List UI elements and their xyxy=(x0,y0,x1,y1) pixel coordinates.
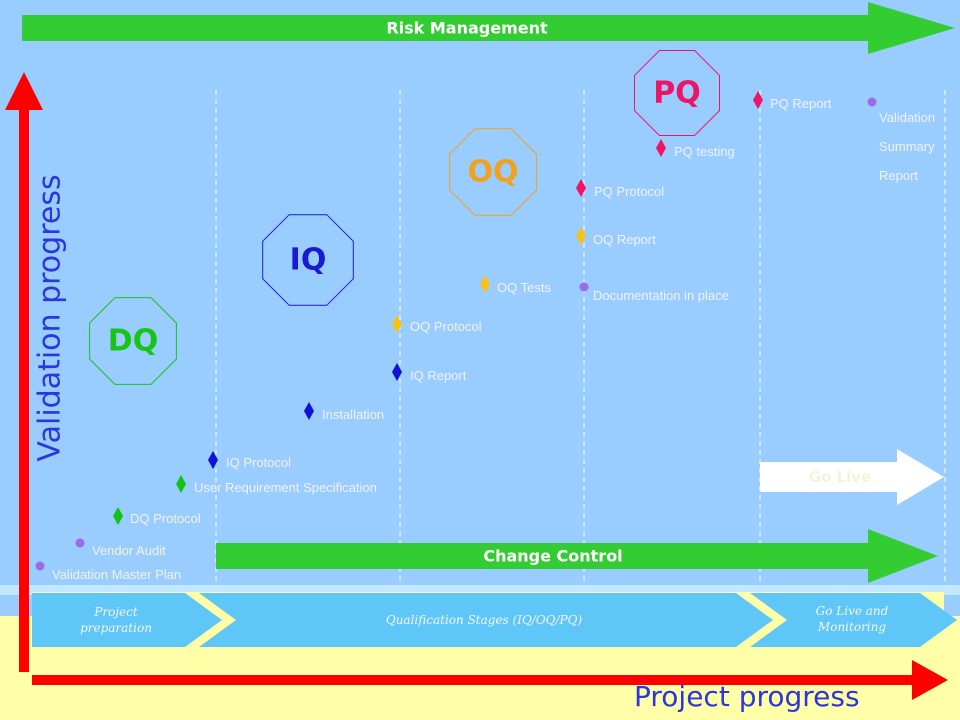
milestone-dq-protocol: DQ Protocol xyxy=(130,511,201,526)
milestone-marker-7 xyxy=(392,315,402,333)
phase-project-preparation: Project preparation xyxy=(80,605,152,635)
milestone-marker-13 xyxy=(753,91,763,109)
milestone-oq-protocol: OQ Protocol xyxy=(410,319,482,334)
change-control-arrow xyxy=(216,529,938,583)
milestone-pq-testing: PQ testing xyxy=(674,144,735,159)
milestone-oq-report: OQ Report xyxy=(593,232,656,247)
bottom-blue-stripe xyxy=(0,585,960,595)
milestone-validation-master-plan: Validation Master Plan xyxy=(52,567,182,582)
phase-band xyxy=(32,592,957,648)
milestone-marker-5 xyxy=(304,402,314,420)
x-axis-title: Project progress xyxy=(634,680,860,713)
milestone-iq-protocol: IQ Protocol xyxy=(226,455,292,470)
x-axis-arrow xyxy=(32,660,948,700)
stage-dq-title: DQ xyxy=(107,323,159,359)
milestone-marker-14 xyxy=(867,97,877,107)
stage-oq-title: OQ xyxy=(467,154,519,190)
stage-pq-title: PQ xyxy=(653,75,701,111)
milestone-marker-2 xyxy=(113,507,123,525)
stage-oq-octagon xyxy=(449,128,537,216)
milestone-oq-tests: OQ Tests xyxy=(497,280,551,295)
milestone-marker-11 xyxy=(576,179,586,197)
y-axis-arrow xyxy=(5,72,43,672)
milestone-installation: Installation xyxy=(322,407,385,422)
milestone-marker-6 xyxy=(392,363,402,381)
milestone-markers xyxy=(35,91,877,571)
milestone-marker-10 xyxy=(576,227,586,245)
stage-iq-title: IQ xyxy=(289,242,327,278)
phase-go-live-monitoring: Go Live and Monitoring xyxy=(815,604,889,634)
go-live-arrow xyxy=(760,449,944,505)
stage-octagons xyxy=(89,50,720,385)
phase-go-live-shape xyxy=(750,593,957,647)
milestone-documentation-in-place: Documentation in place xyxy=(593,288,729,303)
go-live-label: Go Live xyxy=(808,468,872,486)
stage-pq-octagon xyxy=(634,50,720,136)
milestone-pq-report: PQ Report xyxy=(770,96,832,111)
milestone-iq-report: IQ Report xyxy=(410,368,467,383)
milestone-marker-0 xyxy=(35,561,45,571)
milestone-pq-protocol: PQ Protocol xyxy=(594,184,665,199)
risk-management-label: Risk Management xyxy=(386,18,548,38)
y-axis-title: Validation progress xyxy=(32,174,68,462)
milestone-marker-1 xyxy=(75,538,85,548)
phase-qualification-stages: Qualification Stages (IQ/OQ/PQ) xyxy=(385,613,583,627)
background-blue xyxy=(0,0,960,616)
stage-dq-octagon xyxy=(89,297,177,385)
milestone-validation-summary-report: Validation Summary Report xyxy=(879,110,936,183)
grid-lines xyxy=(215,90,946,585)
milestone-marker-9 xyxy=(579,282,589,292)
milestone-marker-12 xyxy=(656,139,666,157)
milestone-vendor-audit: Vendor Audit xyxy=(92,543,166,558)
stage-iq-octagon xyxy=(262,214,354,306)
milestone-user-requirement-specification: User Requirement Specification xyxy=(194,480,377,495)
phase-qualification-shape xyxy=(199,593,773,647)
change-control-label: Change Control xyxy=(483,546,623,566)
risk-management-arrow xyxy=(22,2,955,54)
milestone-marker-4 xyxy=(208,451,218,469)
milestone-marker-8 xyxy=(480,275,490,293)
phase-project-preparation-shape xyxy=(32,593,222,647)
milestone-marker-3 xyxy=(176,475,186,493)
